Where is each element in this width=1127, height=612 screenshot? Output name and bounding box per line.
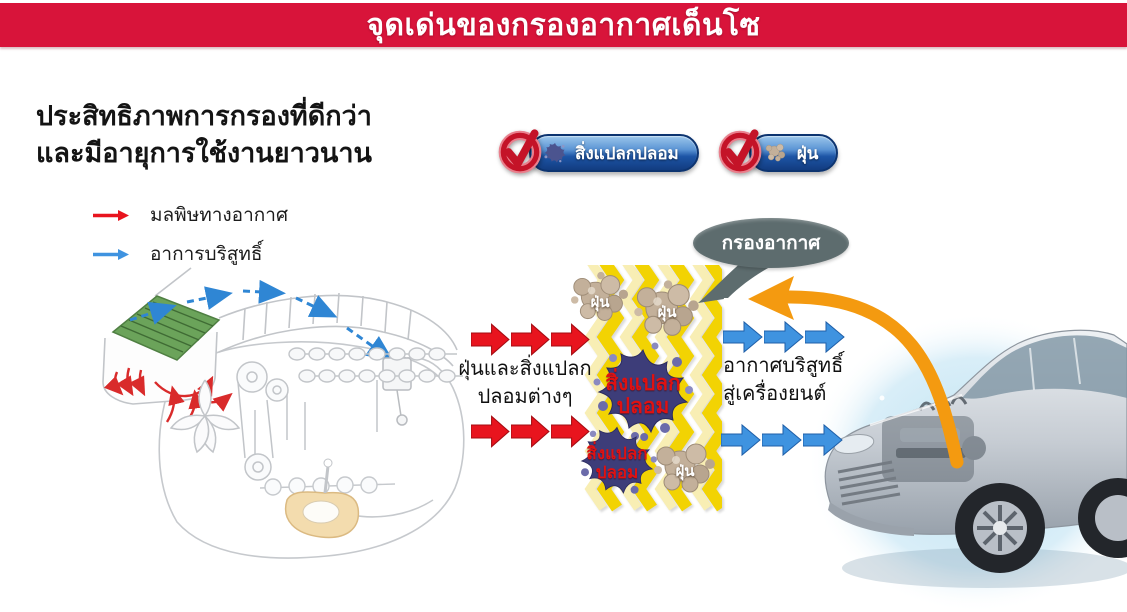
clean-air-arrows-bottom (721, 423, 843, 457)
foreign-matter-splat: สิ่งแปลก ปลอม (577, 420, 657, 502)
dust-label: ฝุ่น (657, 304, 677, 322)
dust-cluster: ฝุ่น (650, 438, 720, 500)
blue-arrow-icon (764, 320, 804, 354)
red-arrow-icon (511, 323, 550, 356)
splat-icon (544, 142, 566, 163)
legend-label: อาการบริสูทธิ์ (150, 244, 263, 265)
polluted-air-arrows-top (471, 323, 590, 356)
red-arrow-icon (93, 209, 129, 221)
blue-arrow-icon (721, 423, 761, 457)
dust-label: ฝุ่น (590, 293, 610, 311)
filter-element-green (111, 295, 221, 361)
check-icon (498, 129, 542, 174)
polluted-air-arrows-bottom (471, 415, 590, 448)
dust-icon (654, 443, 715, 493)
badge-foreign-matter: สิ่งแปลกปลอม (495, 126, 699, 176)
dust-cluster: ฝุ่น (630, 278, 704, 344)
front-wheel (955, 483, 1045, 573)
badge-label: สิ่งแปลกปลอม (575, 143, 679, 163)
header-banner: จุดเด่นของกรองอากาศเด็นโซ (0, 3, 1127, 47)
dust-icon (571, 271, 629, 321)
car-image (812, 313, 1127, 612)
splat-icon (593, 342, 693, 440)
intake-swirl-arrows (103, 367, 233, 425)
oil-pan (284, 458, 360, 539)
clean-air-arrows-top (723, 320, 845, 354)
badge-label: ฝุ่น (796, 143, 819, 163)
slide-heading: ประสิทธิภาพการกรองที่ดีกว่า และมีอายุการ… (36, 101, 372, 168)
badge-dust: ฝุ่น (715, 126, 839, 176)
blue-arrow-icon (93, 248, 129, 260)
foreign-matter-label: สิ่งแปลก ปลอม (586, 444, 648, 482)
airflow-path (129, 279, 394, 362)
blue-arrow-icon (805, 320, 845, 354)
dust-cluster: ฝุ่น (567, 270, 633, 328)
legend-polluted-air: มลพิษทางอากาศ (92, 200, 288, 230)
page-title: จุดเด่นของกรองอากาศเด็นโซ (366, 8, 761, 42)
dust-label: ฝุ่น (675, 463, 695, 481)
splat-icon (580, 426, 657, 495)
callout-label: กรองอากาศ (721, 233, 821, 254)
engine-diagram (102, 267, 465, 559)
foreign-matter-label: สิ่งแปลก ปลอม (605, 372, 681, 418)
red-arrow-icon (551, 323, 590, 356)
blue-arrow-icon (803, 423, 843, 457)
red-arrow-icon (551, 415, 590, 448)
check-icon (718, 129, 762, 174)
dust-icon (765, 143, 785, 162)
red-arrow-icon (511, 415, 550, 448)
red-arrow-icon (471, 415, 510, 448)
blue-arrow-icon (723, 320, 763, 354)
legend-label: มลพิษทางอากาศ (150, 205, 289, 226)
legend: มลพิษทางอากาศ อาการบริสูทธิ์ (92, 200, 288, 269)
blue-arrow-icon (762, 423, 802, 457)
legend-clean-air: อาการบริสูทธิ์ (92, 239, 288, 269)
rear-wheel (1078, 478, 1127, 558)
benefit-badges: สิ่งแปลกปลอม ฝุ่น (495, 126, 839, 176)
dust-icon (634, 280, 699, 336)
red-arrow-icon (471, 323, 510, 356)
outflow-caption: อากาศบริสูทธิ์ สู่เครื่องยนต์ (723, 355, 844, 405)
foreign-matter-splat: สิ่งแปลก ปลอม (593, 342, 693, 442)
air-filter-callout: กรองอากาศ (693, 218, 849, 268)
inflow-caption: ฝุ่นและสิ่งแปลก ปลอมต่างๆ (458, 358, 592, 408)
